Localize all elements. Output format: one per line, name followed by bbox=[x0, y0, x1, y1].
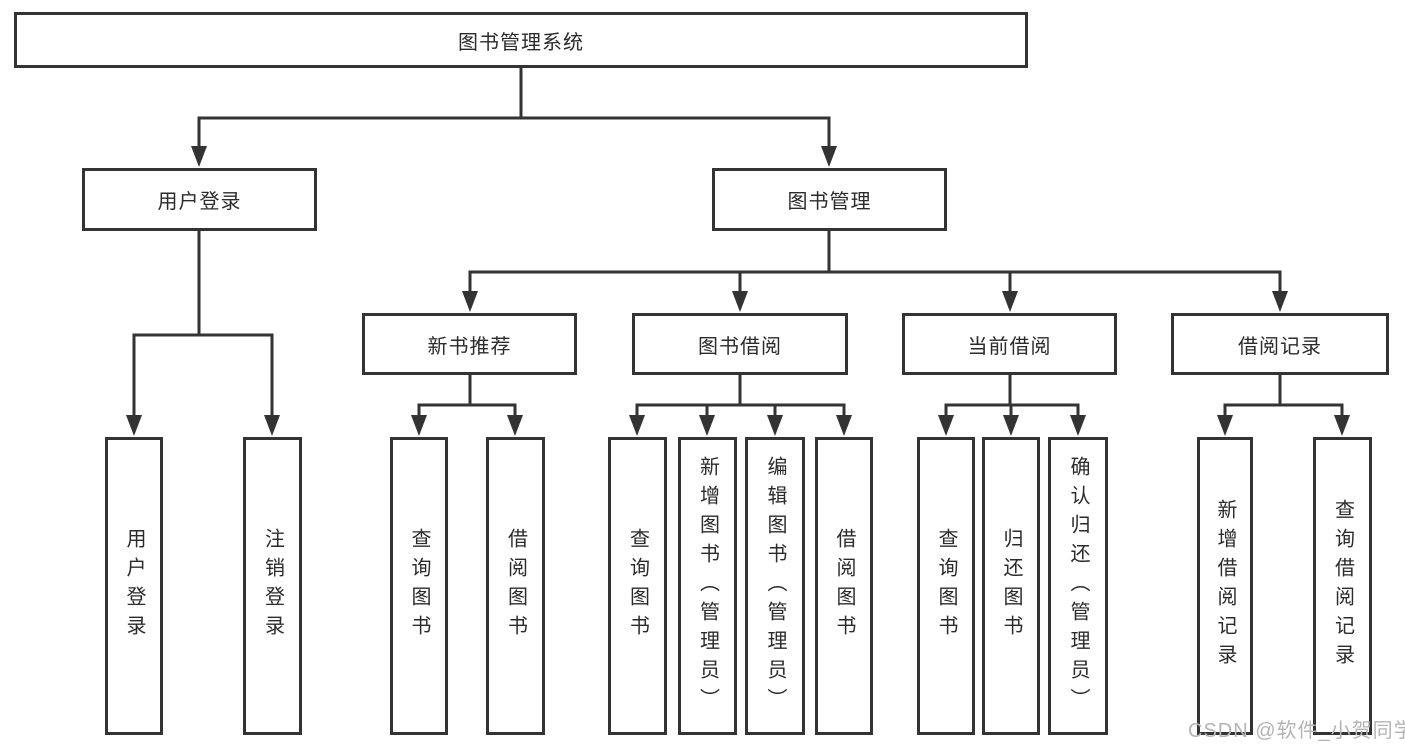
leaf-edit-books-admin: 编辑图书（管理员） bbox=[745, 437, 805, 735]
arrowheads bbox=[126, 146, 1350, 436]
node-current-borrow: 当前借阅 bbox=[902, 313, 1117, 375]
arrowhead-icon bbox=[938, 415, 954, 436]
arrowhead-icon bbox=[1070, 415, 1086, 436]
node-borrow-records-label: 借阅记录 bbox=[1238, 335, 1322, 358]
leaf-label: 借阅图书 bbox=[504, 528, 527, 644]
leaf-label: 查询图书 bbox=[935, 528, 957, 644]
arrowhead-icon bbox=[699, 415, 715, 436]
connector-user-login-to-leaves bbox=[132, 231, 274, 419]
leaf-return-books: 归还图书 bbox=[982, 437, 1040, 735]
leaf-label: 借阅图书 bbox=[833, 528, 855, 644]
node-user-login-label: 用户登录 bbox=[157, 191, 242, 213]
leaf-label: 查询图书 bbox=[626, 528, 649, 644]
arrowhead-icon bbox=[1217, 415, 1233, 436]
node-book-management: 图书管理 bbox=[712, 168, 947, 231]
arrowhead-icon bbox=[821, 146, 837, 167]
leaf-add-books-admin: 新增图书（管理员） bbox=[678, 437, 737, 735]
leaf-label: 查询图书 bbox=[408, 528, 430, 644]
arrowhead-icon bbox=[1002, 291, 1018, 312]
arrowhead-icon bbox=[507, 415, 523, 436]
node-root: 图书管理系统 bbox=[14, 12, 1028, 68]
leaf-label: 新增借阅记录 bbox=[1214, 499, 1236, 673]
leaf-query-borrow-record: 查询借阅记录 bbox=[1313, 437, 1372, 735]
arrowhead-icon bbox=[411, 415, 427, 436]
leaf-add-borrow-record: 新增借阅记录 bbox=[1197, 437, 1253, 735]
leaf-label: 编辑图书（管理员） bbox=[764, 455, 786, 717]
leaf-borrow-books-recommend: 借阅图书 bbox=[486, 437, 545, 735]
leaf-user-login: 用户登录 bbox=[105, 437, 163, 735]
leaf-query-books-current: 查询图书 bbox=[917, 437, 975, 735]
arrowhead-icon bbox=[836, 415, 852, 436]
connector-borrow-records-to-leaves bbox=[1223, 375, 1344, 419]
leaf-label: 查询借阅记录 bbox=[1331, 499, 1354, 673]
arrowhead-icon bbox=[1334, 415, 1350, 436]
leaf-borrow-books: 借阅图书 bbox=[815, 437, 873, 735]
node-book-borrow: 图书借阅 bbox=[632, 313, 848, 375]
leaf-label: 用户登录 bbox=[123, 528, 145, 644]
arrowhead-icon bbox=[462, 291, 478, 312]
leaf-label: 注销登录 bbox=[261, 528, 284, 644]
leaf-label: 新增图书（管理员） bbox=[696, 455, 719, 717]
leaf-label: 确认归还（管理员） bbox=[1067, 455, 1089, 717]
connector-new-book-recommend-to-leaves bbox=[417, 375, 517, 419]
arrowhead-icon bbox=[264, 415, 280, 436]
node-book-management-label: 图书管理 bbox=[787, 191, 872, 213]
node-user-login: 用户登录 bbox=[82, 168, 317, 231]
node-borrow-records: 借阅记录 bbox=[1171, 313, 1389, 375]
leaf-query-books-recommend: 查询图书 bbox=[390, 437, 448, 735]
leaf-logout: 注销登录 bbox=[243, 437, 302, 735]
watermark: CSDN @软件_小贺同学 bbox=[1188, 720, 1405, 742]
node-current-borrow-label: 当前借阅 bbox=[967, 335, 1052, 358]
arrowhead-icon bbox=[767, 415, 783, 436]
connector-root-to-level1 bbox=[197, 68, 831, 150]
leaf-label: 归还图书 bbox=[1000, 528, 1022, 644]
arrowhead-icon bbox=[1272, 291, 1288, 312]
arrowhead-icon bbox=[126, 415, 142, 436]
connector-book-borrow-to-leaves bbox=[635, 375, 846, 419]
arrowhead-icon bbox=[732, 291, 748, 312]
leaf-confirm-return-admin: 确认归还（管理员） bbox=[1048, 437, 1108, 735]
node-book-borrow-label: 图书借阅 bbox=[698, 335, 782, 358]
arrowhead-icon bbox=[629, 415, 645, 436]
connector-current-borrow-to-leaves bbox=[944, 375, 1080, 419]
connector-book-management-to-sections bbox=[468, 231, 1282, 295]
node-root-label: 图书管理系统 bbox=[458, 31, 584, 54]
node-new-book-recommend-label: 新书推荐 bbox=[427, 335, 512, 358]
leaf-query-books-borrow: 查询图书 bbox=[608, 437, 667, 735]
node-new-book-recommend: 新书推荐 bbox=[362, 313, 577, 375]
connector-paths bbox=[132, 68, 1344, 419]
arrowhead-icon bbox=[191, 146, 207, 167]
arrowhead-icon bbox=[1003, 415, 1019, 436]
